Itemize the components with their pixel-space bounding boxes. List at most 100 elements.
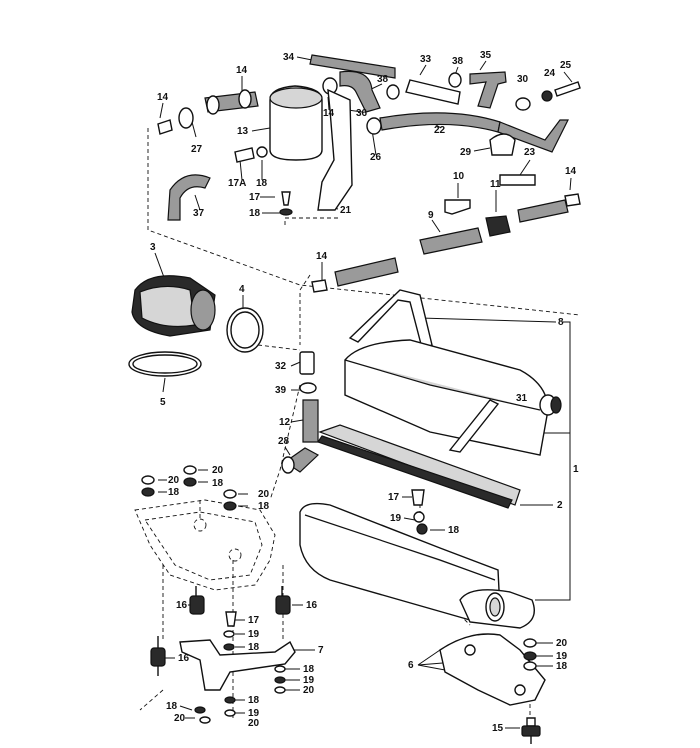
callout-19: 19	[556, 651, 568, 662]
callout-35: 35	[480, 50, 492, 61]
lower-right-bracket	[439, 633, 546, 744]
callout-14: 14	[316, 251, 328, 262]
hose-34	[309, 54, 396, 79]
hose-37	[167, 174, 211, 221]
callout-21: 21	[340, 205, 352, 216]
lower-left-fasteners	[194, 611, 286, 724]
bracket-21	[317, 88, 353, 211]
callout-32: 32	[275, 361, 287, 372]
callout-5: 5	[160, 397, 166, 408]
upper-hose-group	[309, 54, 581, 186]
hose-36	[339, 70, 381, 113]
callout-16: 16	[178, 653, 190, 664]
mid-hose-group	[311, 193, 581, 293]
small-fittings	[281, 351, 320, 474]
callout-17: 17	[248, 615, 260, 626]
lower-housing	[299, 502, 535, 629]
nipple-32	[299, 351, 315, 375]
callout-labels: 34 33 38 35 30 24 25 14 14 27 13 38 36 1…	[150, 50, 579, 734]
callout-22: 22	[434, 125, 446, 136]
callout-30: 30	[517, 74, 529, 85]
washer-18	[256, 146, 268, 158]
bolt-17a	[234, 147, 255, 163]
callout-13: 13	[237, 126, 249, 137]
callout-34: 34	[283, 52, 295, 63]
callout-1: 1	[573, 464, 579, 475]
ring-39	[299, 382, 317, 394]
grommet-11	[485, 215, 511, 237]
callout-20: 20	[168, 475, 180, 486]
callout-7: 7	[318, 645, 324, 656]
callout-18: 18	[248, 695, 260, 706]
leader-lines	[154, 56, 573, 729]
callout-19: 19	[390, 513, 402, 524]
air-intake-boot	[128, 275, 264, 377]
callout-23: 23	[524, 147, 536, 158]
callout-6: 6	[408, 660, 414, 671]
callout-20: 20	[258, 489, 270, 500]
bolt-25	[554, 81, 581, 97]
rubber-mounts	[150, 586, 291, 676]
callout-12: 12	[279, 417, 291, 428]
bracket-10	[444, 199, 471, 215]
callout-19: 19	[303, 675, 315, 686]
ring-26	[366, 117, 382, 135]
callout-38: 38	[452, 56, 464, 67]
callout-14: 14	[323, 108, 335, 119]
callout-4: 4	[239, 284, 245, 295]
callout-20: 20	[174, 713, 186, 724]
center-fasteners	[411, 489, 428, 535]
callout-24: 24	[544, 68, 556, 79]
callout-18: 18	[448, 525, 460, 536]
clamp-29	[489, 133, 516, 156]
callout-25: 25	[560, 60, 572, 71]
hose-9	[419, 227, 483, 255]
callout-38: 38	[377, 74, 389, 85]
hose-12	[302, 399, 319, 443]
callout-20: 20	[212, 465, 224, 476]
callout-17a: 17A	[228, 178, 246, 189]
callout-19: 19	[248, 629, 260, 640]
washer-18b	[279, 208, 293, 216]
callout-27: 27	[191, 144, 203, 155]
callout-10: 10	[453, 171, 465, 182]
upper-housing	[344, 339, 562, 456]
callout-18: 18	[556, 661, 568, 672]
ring-30	[515, 97, 531, 111]
callout-20: 20	[556, 638, 568, 649]
callout-3: 3	[150, 242, 156, 253]
callout-18: 18	[303, 664, 315, 675]
callout-26: 26	[370, 152, 382, 163]
bracket-23	[499, 174, 536, 186]
callout-28: 28	[278, 436, 290, 447]
seal-frame	[317, 424, 521, 509]
callout-33: 33	[420, 54, 432, 65]
callout-18: 18	[258, 501, 270, 512]
nut-24	[541, 90, 553, 102]
callout-16: 16	[306, 600, 318, 611]
callout-15: 15	[492, 723, 504, 734]
callout-14: 14	[157, 92, 169, 103]
callout-14: 14	[236, 65, 248, 76]
clamp-14	[157, 119, 173, 135]
callout-16: 16	[176, 600, 188, 611]
callout-18: 18	[256, 178, 268, 189]
callout-14: 14	[565, 166, 577, 177]
callout-9: 9	[428, 210, 434, 221]
callout-36: 36	[356, 108, 368, 119]
callout-11: 11	[490, 179, 501, 190]
left-top-washers	[141, 465, 237, 511]
callout-29: 29	[460, 147, 472, 158]
hose-35	[469, 71, 507, 109]
callout-17: 17	[388, 492, 400, 503]
callout-37: 37	[193, 208, 205, 219]
bolt-17	[281, 191, 291, 206]
callout-18: 18	[248, 642, 260, 653]
strap-8	[348, 289, 433, 349]
callout-2: 2	[557, 500, 563, 511]
callout-39: 39	[275, 385, 287, 396]
bracket-7	[179, 639, 296, 691]
ring-38	[448, 72, 462, 88]
subframe-outline	[134, 499, 276, 591]
